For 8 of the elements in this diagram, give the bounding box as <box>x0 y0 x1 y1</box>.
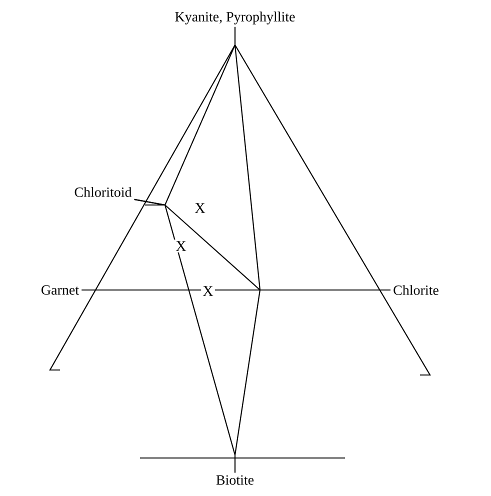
field-marker: X <box>193 202 207 214</box>
mineral-label: Kyanite, Pyrophyllite <box>175 12 295 24</box>
tie-line <box>134 198 236 473</box>
mineral-label: Biotite <box>216 475 254 485</box>
mineral-label: Garnet <box>42 285 79 295</box>
tie-line <box>82 289 390 291</box>
mineral-label: Chlorite <box>394 285 438 295</box>
mineral-label: Chloritoid <box>74 187 132 197</box>
